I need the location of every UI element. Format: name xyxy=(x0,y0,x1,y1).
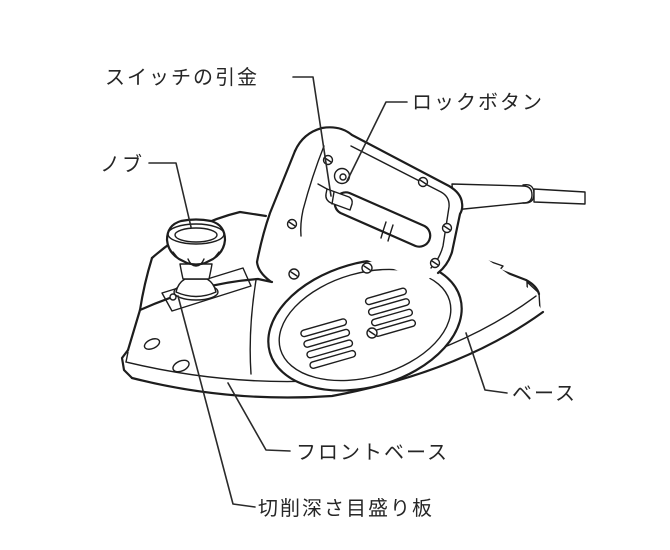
knob xyxy=(165,218,227,301)
vent-slats xyxy=(300,287,417,370)
base-plate-bottom-edge xyxy=(130,310,545,399)
leader-front-base xyxy=(227,382,291,452)
label-depth-scale-plate: 切削深さ目盛り板 xyxy=(258,496,434,520)
motor-cover xyxy=(267,258,463,392)
leader-depth-scale-plate xyxy=(177,295,256,508)
leader-base xyxy=(465,332,508,394)
switch-trigger xyxy=(317,183,353,211)
leader-lock-button xyxy=(346,101,408,182)
power-cord xyxy=(451,183,586,211)
label-knob: ノブ xyxy=(100,152,144,176)
label-front-base: フロントベース xyxy=(296,440,449,464)
knob-neck xyxy=(179,263,213,280)
cover-screws xyxy=(288,262,378,339)
label-base: ベース xyxy=(512,381,577,405)
label-lock-button: ロックボタン xyxy=(412,90,544,114)
label-switch-trigger: スイッチの引金 xyxy=(105,65,259,89)
callouts: スイッチの引金 ロックボタン ノブ ベース フロントベース 切削深さ目盛り板 xyxy=(100,65,577,520)
leader-switch-trigger xyxy=(292,76,332,197)
front-base-lip xyxy=(120,348,134,380)
leader-knob xyxy=(148,162,192,228)
knob-collar xyxy=(175,278,217,298)
